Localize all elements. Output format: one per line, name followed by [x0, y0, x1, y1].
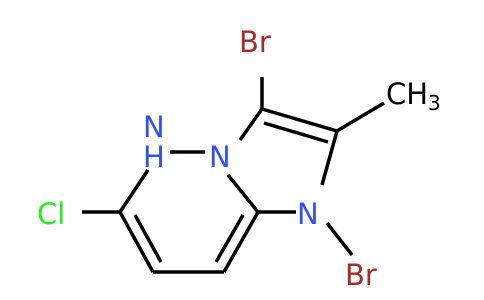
bond-c6-c5-inner [133, 214, 163, 263]
bond-c3-c2-inner [263, 121, 329, 144]
nh-nitrogen-label: N [143, 110, 165, 144]
bond-nbridge-c8a [226, 173, 260, 214]
bond-c3-nbridge [238, 107, 264, 142]
bromine-label-bottom: Br [345, 258, 377, 292]
bromine-label-top: Br [239, 25, 271, 59]
bond-c2-ch3 [336, 101, 385, 133]
bond-set [82, 77, 385, 274]
bond-n1-br [325, 221, 354, 257]
methyl-subscript: 3 [428, 91, 441, 115]
chlorine-label: Cl [37, 197, 65, 231]
bond-c6-c5 [118, 211, 155, 273]
bond-c4-c8a [222, 211, 260, 273]
bond-c2-n1 [320, 130, 339, 186]
bridge-nitrogen-label: N [209, 140, 231, 174]
nh-hydrogen-label: H [143, 140, 165, 174]
bond-nh-c6 [118, 169, 150, 213]
bond-c4-c8a-inner [214, 214, 245, 263]
methyl-label: CH [386, 77, 428, 111]
bond-c3-c2 [261, 107, 338, 133]
n1-nitrogen-label: N [297, 197, 319, 231]
